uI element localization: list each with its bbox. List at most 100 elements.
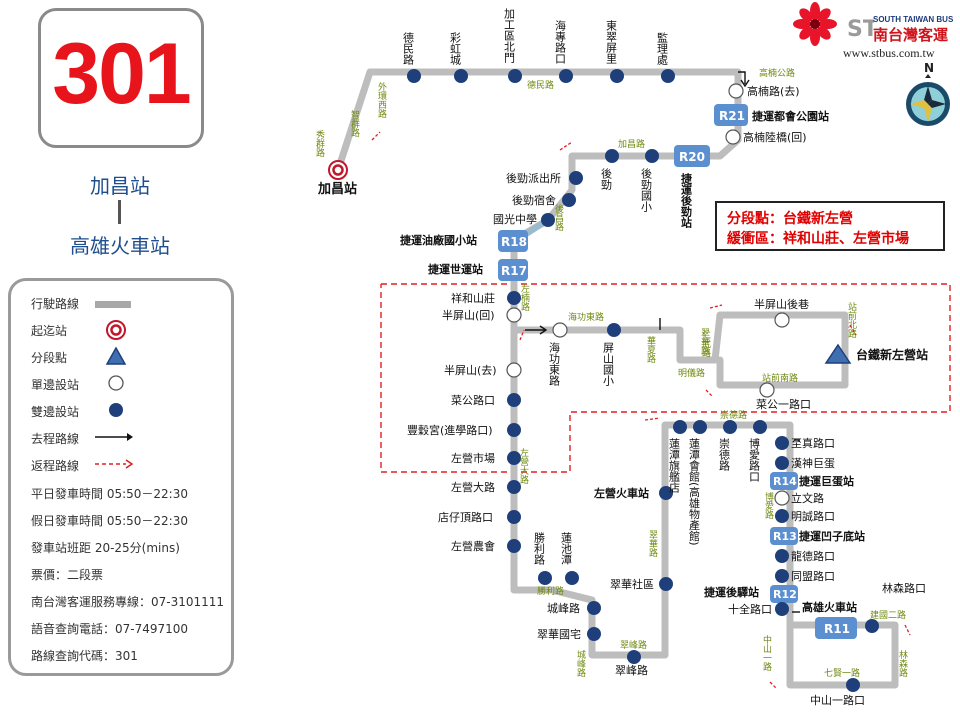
map-label-12: 站前北路 (846, 301, 857, 339)
terminus-jiachang (328, 160, 348, 180)
notice-buffer-zone: 緩衝區：祥和山莊、左營市場 (727, 231, 909, 247)
map-label-haigong: 海功東路 (548, 341, 561, 387)
map-label-3: 海專路口 (554, 19, 567, 64)
map-label-7: R11 (824, 622, 850, 636)
map-label-22: 林森路 (897, 649, 908, 678)
map-label-linsen: 林森路口 (882, 581, 926, 595)
route-number: 301 (52, 26, 192, 122)
map-label-25: 仁武路 (700, 329, 711, 358)
info-headway: 發車站班距 20-25分(mins) (31, 541, 180, 555)
map-label-fenggu: 豐穀宮(進學路口) (407, 423, 493, 437)
map-label-chongde: 崇德路 (718, 438, 731, 472)
map-label-dianziding: 店仔頂路口 (438, 510, 493, 524)
map-label-mingcheng: 明誠路口 (791, 510, 835, 523)
map-label-banpingshan_go: 半屏山(去) (444, 363, 497, 377)
map-label-lianchi_hall: 蓮潭會館(高雄物產館) (688, 437, 701, 546)
metro-badge-r12 (770, 585, 798, 603)
metro-badge-r18 (498, 230, 528, 252)
map-label-kaohsiung_station: 高雄火車站 (802, 600, 857, 614)
map-label-6: 後昌路 (553, 203, 564, 232)
map-label-tongsheng: 同盟路口 (791, 570, 835, 583)
map-label-houjin_dorm: 後勁宿舍 (512, 193, 556, 207)
map-label-16: 翠峰路 (620, 639, 647, 651)
map-label-caigong_rd: 菜公路口 (451, 394, 495, 407)
map-label-r20: 捷運後勁站 (680, 172, 693, 229)
map-label-2: 外環西路 (376, 81, 387, 119)
map-label-0: 德民路 (527, 79, 554, 91)
map-label-zuoying_station: 左營火車站 (593, 486, 649, 500)
info-fare: 票價：二段票 (31, 568, 104, 582)
route-line-icon (95, 301, 131, 308)
flower-logo-icon (793, 2, 837, 46)
map-label-banpingshan_back_lane: 半屏山後巷 (754, 297, 809, 311)
map-label-5: R13 (773, 530, 797, 543)
map-label-4: 秀群路 (314, 129, 325, 158)
map-label-24: 中山一路 (761, 634, 772, 672)
map-label-r14: 捷運巨蛋站 (799, 474, 854, 488)
route-path (334, 68, 899, 689)
terminal-from: 加昌站 (90, 174, 150, 198)
map-label-r21: 捷運都會公園站 (752, 109, 829, 123)
map-label-r17: 捷運世運站 (428, 262, 483, 276)
map-label-15: 勝利路 (537, 585, 564, 597)
map-label-0: R21 (719, 109, 745, 123)
map-label-9: 翠華路 (699, 328, 710, 356)
company-name-en: SOUTH TAIWAN BUS (873, 15, 954, 24)
map-label-liwen: 立文路 (791, 491, 824, 505)
map-label-zuoying_farm: 左營農會 (451, 539, 495, 553)
map-label-shengli: 勝利路 (533, 531, 546, 566)
metro-badge-r21 (714, 104, 748, 126)
terminal-to: 高雄火車站 (70, 234, 170, 258)
map-label-chengfeng: 城峰路 (547, 602, 580, 615)
route-number-box: 301 (38, 8, 204, 148)
map-label-23: 七賢一路 (824, 667, 860, 679)
info-service-line: 南台灣客運服務專線：07-3101111 (31, 595, 225, 609)
map-label-zuoying_market: 左營市場 (451, 451, 495, 465)
legend-panel: 行駛路線 起迄站 分段點 單邊設站 雙邊設站 去程路線 返程路線 平日發車時間 … (8, 278, 234, 676)
map-label-cuihua_comm: 翠華社區 (610, 577, 654, 591)
return-arrow-icon (95, 459, 133, 469)
map-label-10: 明儀路 (678, 367, 705, 379)
return-arrows (371, 131, 911, 689)
map-label-lianchitan: 蓮池潭 (560, 531, 573, 565)
map-label-21: 建國二路 (870, 609, 906, 621)
map-label-shiquan: 十全路口 (728, 602, 772, 616)
buffer-zone-outline (380, 283, 951, 473)
metro-badge-r13 (770, 527, 798, 545)
map-label-banpingshan_back: 半屏山(回) (442, 308, 495, 322)
map-label-3: R17 (501, 264, 527, 278)
map-label-caigong: 菜公一路口 (756, 398, 811, 411)
metro-badge-r11 (815, 617, 857, 639)
legend-label-return: 返程路線 (31, 459, 80, 473)
info-route-code: 路線查詢代碼：301 (31, 649, 138, 663)
map-label-4: 東翠屏里 (605, 20, 618, 64)
map-label-zhizhen: 至真路口 (791, 436, 835, 450)
company-logo: ST (847, 17, 874, 42)
map-label-lianchi_ship: 蓮潭旗艦店 (668, 437, 681, 493)
map-label-18: 翠華路 (647, 530, 658, 558)
map-label-4: R14 (773, 475, 797, 488)
notice-box: 分段點：台鐵新左營 緩衝區：祥和山莊、左營市場 (715, 201, 945, 251)
metro-badge-r17 (498, 259, 528, 281)
top-stop-labels: 德民路 彩虹城 加工區北門 海專路口 東翠屏里 監理處 (402, 8, 669, 66)
map-label-houjin_police: 後勁派出所 (506, 171, 561, 185)
map-label-pingshan_school: 屏山國小 (602, 342, 615, 387)
map-label-1: 彩虹城 (449, 32, 462, 65)
company-name-zh: 南台灣客運 (873, 26, 949, 44)
map-label-gaonan_go: 高楠路(去) (747, 84, 800, 98)
legend-label-fare-point: 分段點 (31, 351, 68, 365)
map-label-thsr: 台鐵新左營站 (856, 347, 928, 362)
map-label-gaonan_back: 高楠陸橋(回) (743, 130, 807, 144)
map-label-8: 海功東路 (568, 311, 604, 323)
map-label-1: 高楠公路 (759, 67, 795, 79)
map-label-zuoying_ave: 左營大路 (451, 480, 495, 494)
map-label-3: 智群路 (349, 109, 360, 138)
street-labels: 德民路 高楠公路 外環西路 智群路 秀群路 加昌路 後昌路 左楠路 海功東路 翠… (314, 67, 908, 679)
compass-icon: N (906, 61, 950, 126)
map-label-boai: 博愛路口 (748, 438, 761, 482)
terminal-separator (118, 200, 121, 224)
map-label-zhongshan_one: 中山一路口 (810, 694, 865, 707)
map-label-14: 左營大路 (518, 447, 529, 485)
